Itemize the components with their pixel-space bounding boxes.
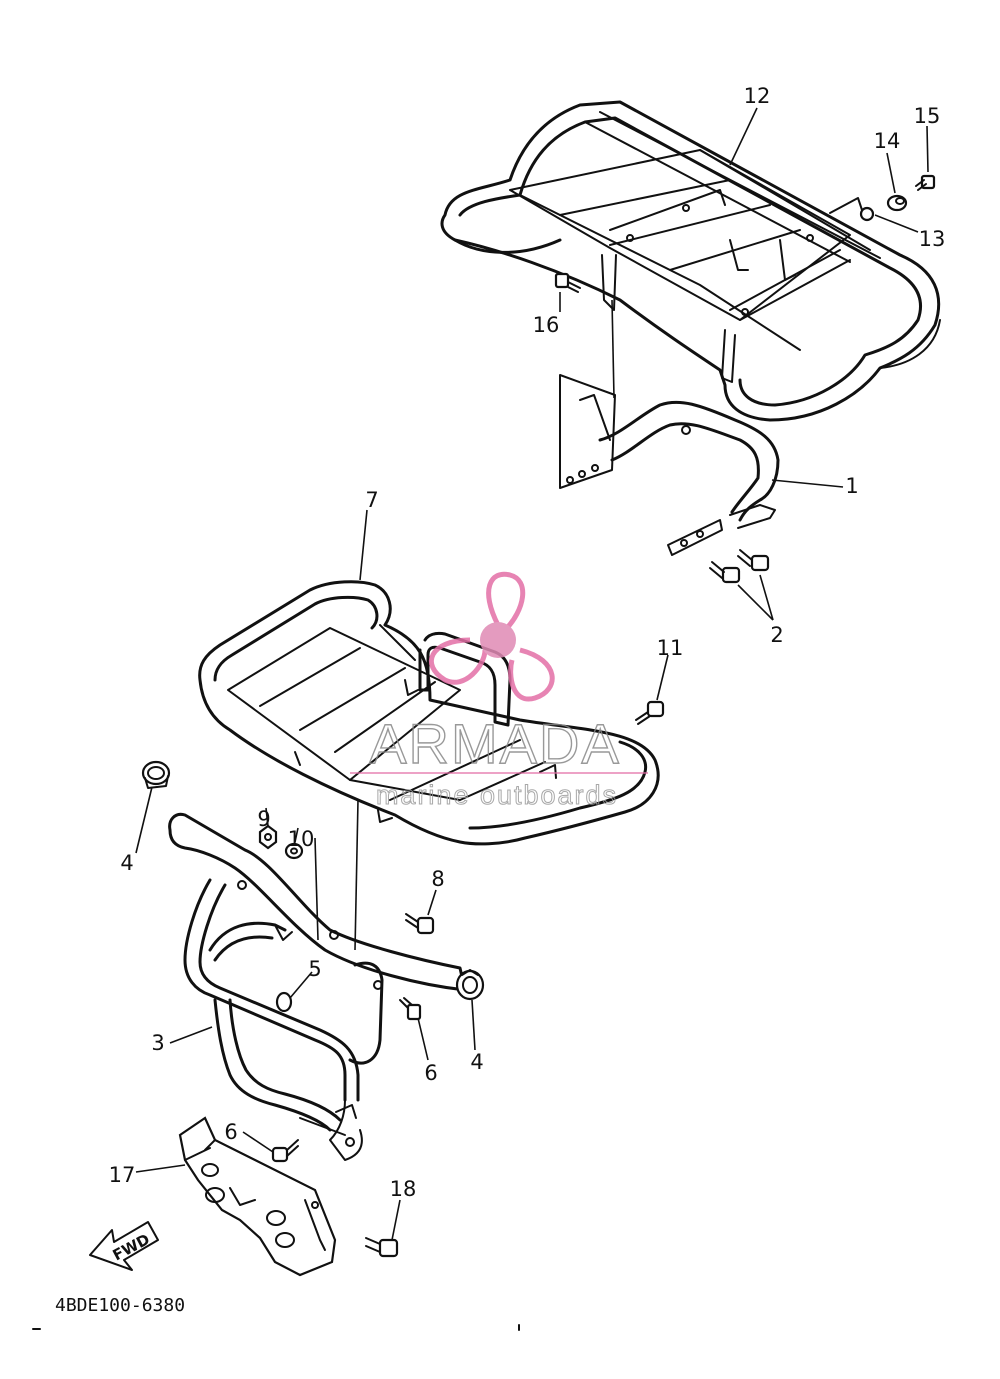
nut-part-13 — [859, 206, 875, 222]
callout-8: 8 — [431, 867, 444, 891]
bolt-part-6-left — [271, 1139, 299, 1163]
grip-part-4-right — [455, 969, 485, 1001]
callout-6-left: 6 — [224, 1120, 237, 1144]
callout-11: 11 — [657, 636, 684, 660]
callout-labels: 12 14 15 13 16 1 2 11 7 4 9 10 8 5 3 6 4… — [109, 84, 946, 1201]
watermark-brand: ARMADA — [369, 712, 621, 775]
fwd-label: FWD — [110, 1230, 153, 1264]
bracket-part-1 — [559, 374, 780, 556]
grip-part-4-left — [141, 760, 171, 789]
skid-plate-part-17 — [178, 1116, 337, 1277]
armada-watermark: ARMADA marine outboards — [350, 571, 648, 811]
fastener-parts — [141, 174, 936, 1258]
callout-16: 16 — [533, 313, 560, 337]
callout-1: 1 — [845, 474, 858, 498]
bolt-part-6-right — [399, 997, 422, 1021]
callout-15: 15 — [914, 104, 941, 128]
leader-lines — [135, 107, 929, 1241]
callout-5: 5 — [308, 957, 321, 981]
callout-4-right: 4 — [470, 1050, 483, 1074]
bolt-part-11 — [635, 700, 665, 725]
callout-6-right: 6 — [424, 1061, 437, 1085]
callout-4-left: 4 — [120, 851, 133, 875]
callout-12: 12 — [744, 84, 771, 108]
callout-18: 18 — [390, 1177, 417, 1201]
callout-14: 14 — [874, 129, 901, 153]
front-carrier-part-7 — [198, 580, 660, 846]
bolt-part-15 — [915, 174, 936, 191]
forward-direction-arrow: FWD — [89, 1221, 159, 1271]
collar-part-5 — [275, 991, 293, 1013]
watermark-tagline: marine outboards — [376, 780, 618, 810]
callout-3: 3 — [151, 1031, 164, 1055]
bolt-part-2 — [709, 549, 770, 584]
callout-17: 17 — [109, 1163, 136, 1187]
front-guard-part-3 — [168, 812, 467, 1161]
propeller-logo-icon — [428, 571, 555, 702]
collar-part-14 — [886, 194, 908, 212]
callout-7: 7 — [365, 488, 378, 512]
drawing-code: 4BDE100-6380 — [55, 1295, 185, 1316]
callout-10: 10 — [288, 827, 315, 851]
bolt-part-8 — [405, 913, 435, 935]
rear-carrier-part-12 — [440, 100, 941, 422]
callout-13: 13 — [919, 227, 946, 251]
bolt-part-18 — [365, 1237, 399, 1258]
bolt-part-16 — [554, 272, 581, 293]
callout-2: 2 — [770, 623, 783, 647]
washer-part-10 — [284, 842, 304, 860]
callout-9: 9 — [257, 807, 270, 831]
